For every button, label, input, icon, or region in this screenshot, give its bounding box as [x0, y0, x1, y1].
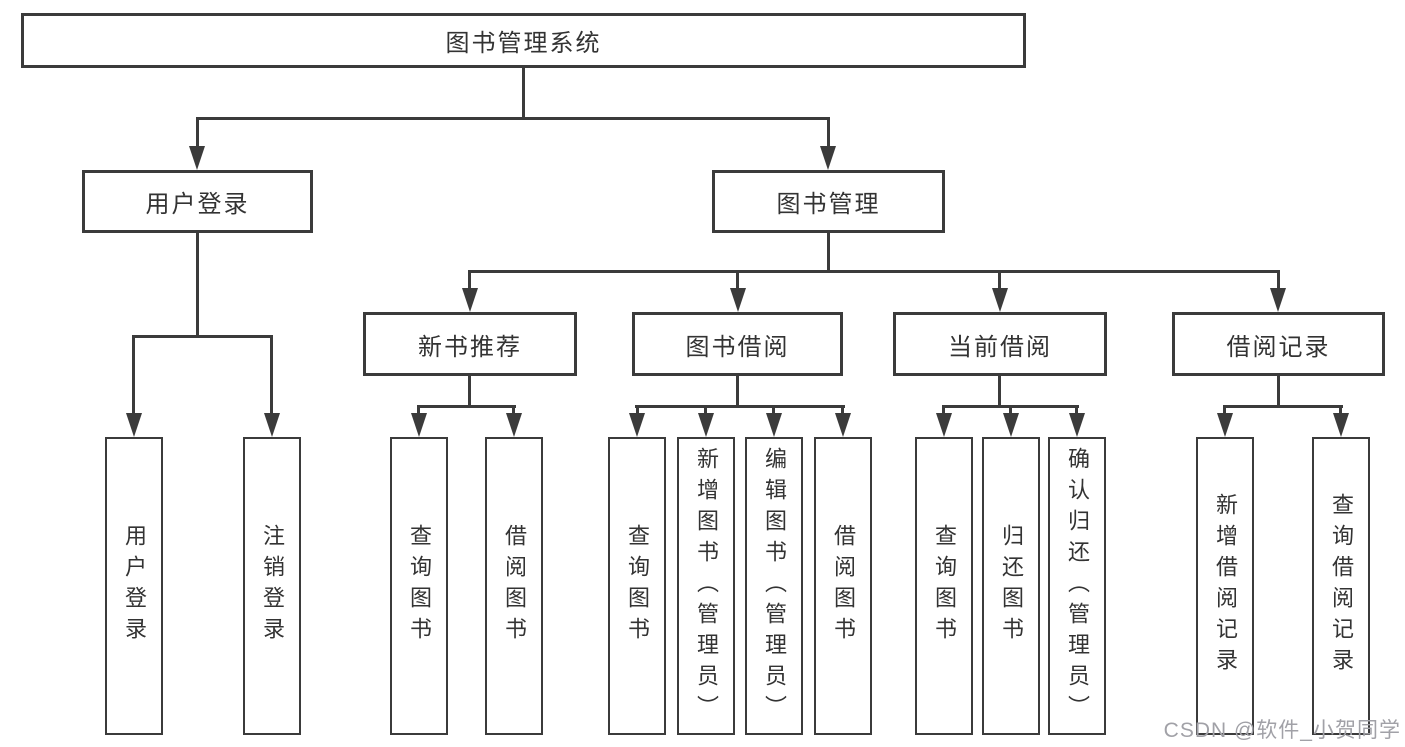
connector-line — [132, 335, 135, 417]
node-book-borrowing: 图书借阅 — [632, 312, 843, 376]
connector-line — [704, 405, 707, 419]
arrow-down-icon — [1270, 288, 1286, 312]
connector-line — [522, 68, 525, 119]
connector-line — [1009, 405, 1012, 419]
node-label: 当前借阅 — [948, 333, 1052, 361]
connector-line — [942, 405, 945, 419]
arrow-down-icon — [1217, 413, 1233, 437]
connector-line — [998, 376, 1001, 408]
leaf-label: 新增图书（管理员） — [694, 446, 719, 726]
connector-line — [998, 270, 1001, 292]
leaf-label: 查询图书 — [625, 524, 650, 648]
connector-line — [1223, 405, 1343, 408]
connector-line — [841, 405, 844, 419]
leaf-label: 借阅图书 — [502, 524, 527, 648]
connector-line — [417, 405, 420, 419]
leaf-query-borrow-record: 查询借阅记录 — [1312, 437, 1370, 735]
connector-line — [468, 376, 471, 408]
connector-line — [270, 335, 273, 417]
arrow-down-icon — [835, 413, 851, 437]
leaf-label: 查询图书 — [932, 524, 957, 648]
connector-line — [132, 335, 273, 338]
connector-line — [736, 270, 739, 292]
leaf-label: 查询图书 — [407, 524, 432, 648]
leaf-query-books-current: 查询图书 — [915, 437, 973, 735]
leaf-borrow-books: 借阅图书 — [814, 437, 872, 735]
connector-line — [196, 117, 830, 120]
connector-line — [1277, 270, 1280, 292]
leaf-borrow-books-recommend: 借阅图书 — [485, 437, 543, 735]
node-label: 图书借阅 — [685, 333, 790, 361]
node-label: 用户登录 — [145, 191, 250, 218]
leaf-add-books-admin: 新增图书（管理员） — [677, 437, 735, 735]
leaf-label: 确认归还（管理员） — [1065, 446, 1090, 726]
connector-line — [1277, 376, 1280, 408]
arrow-down-icon — [189, 146, 205, 170]
node-book-management: 图书管理 — [712, 170, 945, 233]
connector-line — [1075, 405, 1078, 419]
node-user-login: 用户登录 — [82, 170, 313, 233]
arrow-down-icon — [411, 413, 427, 437]
arrow-down-icon — [820, 146, 836, 170]
leaf-label: 新增借阅记录 — [1213, 493, 1238, 679]
node-label: 借阅记录 — [1226, 333, 1331, 361]
connector-line — [512, 405, 515, 419]
node-label: 图书管理系统 — [445, 30, 602, 57]
arrow-down-icon — [936, 413, 952, 437]
node-label: 新书推荐 — [418, 333, 522, 361]
connector-line — [196, 117, 199, 150]
leaf-label: 编辑图书（管理员） — [762, 446, 787, 726]
node-label: 图书管理 — [776, 191, 881, 218]
leaf-user-login: 用户登录 — [105, 437, 163, 735]
connector-line — [635, 405, 845, 408]
connector-line — [1339, 405, 1342, 419]
arrow-down-icon — [992, 288, 1008, 312]
leaf-edit-books-admin: 编辑图书（管理员） — [745, 437, 803, 735]
node-current-borrowing: 当前借阅 — [893, 312, 1107, 376]
connector-line — [417, 405, 516, 408]
arrow-down-icon — [264, 413, 280, 437]
arrow-down-icon — [766, 413, 782, 437]
node-library-system: 图书管理系统 — [21, 13, 1026, 68]
connector-line — [1223, 405, 1226, 419]
leaf-query-books-borrowing: 查询图书 — [608, 437, 666, 735]
connector-line — [827, 233, 830, 273]
connector-line — [468, 270, 1280, 273]
leaf-return-books: 归还图书 — [982, 437, 1040, 735]
leaf-label: 用户登录 — [122, 524, 147, 648]
watermark: CSDN @软件_小贺同学 — [1163, 719, 1401, 742]
node-borrowing-records: 借阅记录 — [1172, 312, 1385, 376]
arrow-down-icon — [462, 288, 478, 312]
node-new-book-recommendation: 新书推荐 — [363, 312, 577, 376]
arrow-down-icon — [698, 413, 714, 437]
leaf-logout: 注销登录 — [243, 437, 301, 735]
leaf-query-books-recommend: 查询图书 — [390, 437, 448, 735]
connector-line — [736, 376, 739, 408]
leaf-add-borrow-record: 新增借阅记录 — [1196, 437, 1254, 735]
arrow-down-icon — [629, 413, 645, 437]
connector-line — [827, 117, 830, 150]
connector-line — [636, 405, 639, 419]
arrow-down-icon — [506, 413, 522, 437]
arrow-down-icon — [1333, 413, 1349, 437]
connector-line — [196, 233, 199, 338]
leaf-label: 注销登录 — [260, 524, 285, 648]
leaf-confirm-return-admin: 确认归还（管理员） — [1048, 437, 1106, 735]
arrow-down-icon — [1069, 413, 1085, 437]
connector-line — [468, 270, 471, 292]
leaf-label: 查询借阅记录 — [1329, 493, 1354, 679]
arrow-down-icon — [730, 288, 746, 312]
leaf-label: 归还图书 — [999, 524, 1024, 648]
arrow-down-icon — [1003, 413, 1019, 437]
arrow-down-icon — [126, 413, 142, 437]
leaf-label: 借阅图书 — [831, 524, 856, 648]
connector-line — [772, 405, 775, 419]
